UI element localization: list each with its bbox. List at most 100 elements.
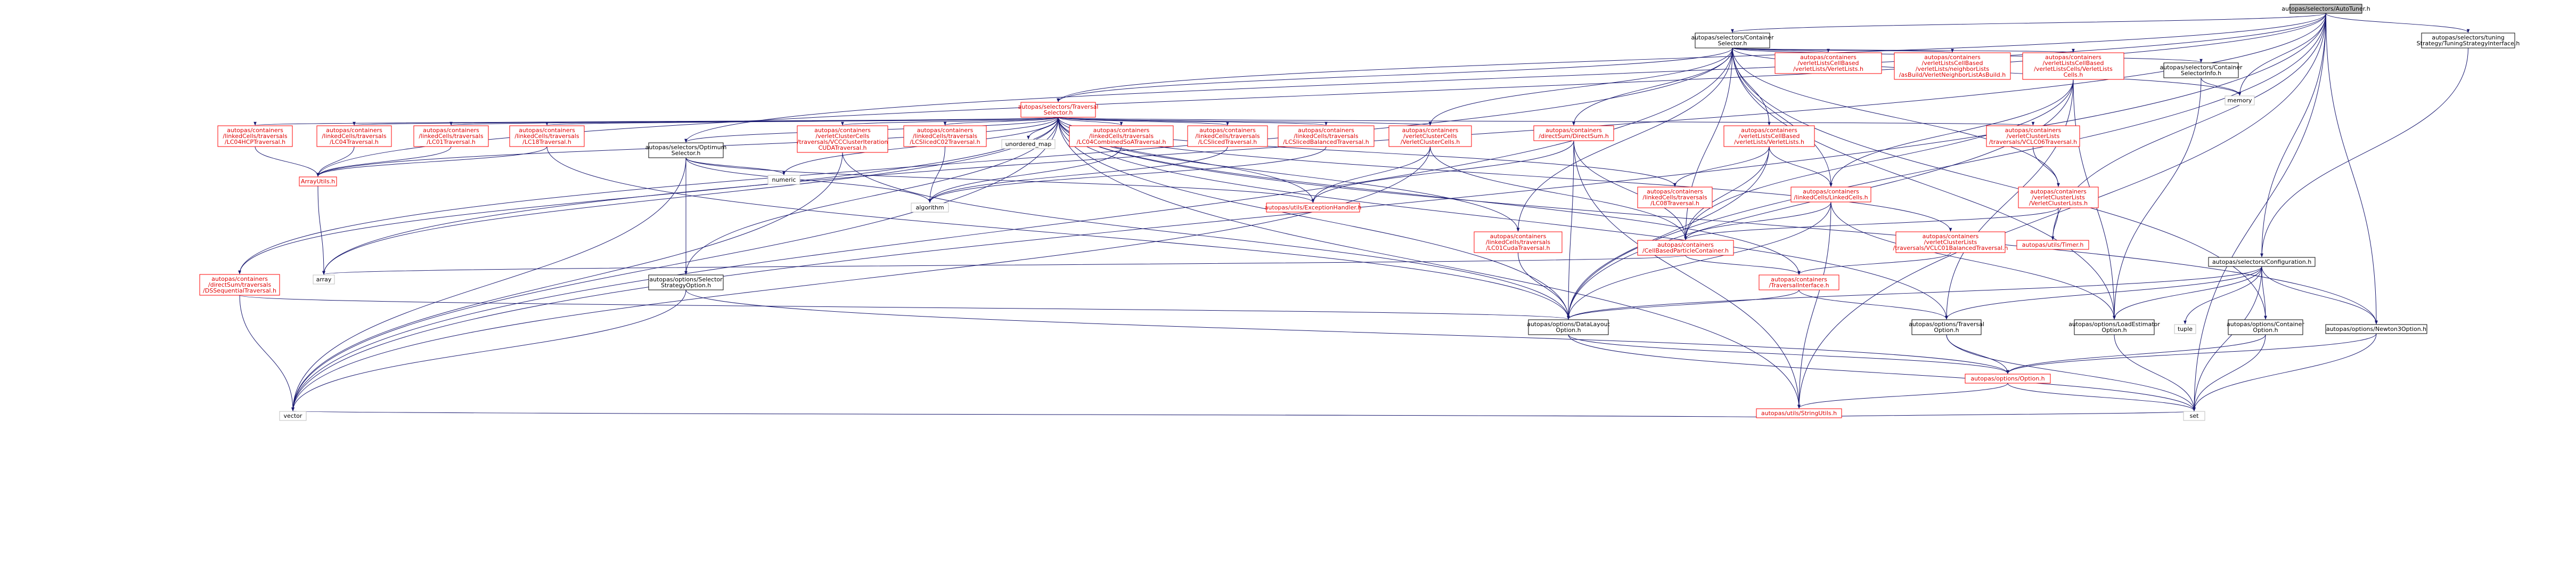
node-c01cuda[interactable]: autopas/containers/linkedCells/traversal… <box>1474 231 1563 253</box>
edge-config-to-tuple <box>2184 266 2262 325</box>
node-label-line: /linkedCells/LinkedCells.h <box>1794 194 1868 201</box>
node-box <box>2325 324 2427 334</box>
node-vcl06[interactable]: autopas/containers/verletClusterLists/tr… <box>1986 125 2080 147</box>
node-vcl[interactable]: autopas/containers/verletClusterLists/Ve… <box>2018 187 2099 208</box>
node-label-line: autopas/containers <box>1800 54 1857 61</box>
node-box <box>2022 52 2124 80</box>
node-dsseq[interactable]: autopas/containers/directSum/traversals/… <box>199 274 280 296</box>
node-label-line: /linkedCells/traversals <box>1642 194 1707 201</box>
edge-c04hcp-to-arrayutils <box>255 146 320 177</box>
node-root[interactable]: autopas/selectors/AutoTuner.h <box>2281 4 2370 14</box>
node-label-line: autopas/selectors/AutoTuner.h <box>2281 5 2370 12</box>
node-label-line: /verletListsCellBased <box>2043 60 2104 67</box>
node-c08[interactable]: autopas/containers/linkedCells/traversal… <box>1637 187 1713 208</box>
edge-ds-to-exch <box>1311 140 1574 203</box>
edge-dsseq-to-vector <box>239 295 295 411</box>
node-label-line: /linkedCells/traversals <box>913 133 977 140</box>
node-ds[interactable]: autopas/containers/directSum/DirectSum.h <box>1533 125 1614 141</box>
node-vlc[interactable]: autopas/containers/verletListsCellBased/… <box>2022 52 2124 80</box>
node-label-line: /verletClusterLists <box>1924 239 1977 246</box>
node-c04soa[interactable]: autopas/containers/linkedCells/traversal… <box>1069 125 1174 147</box>
edge-root-to-cs <box>1731 13 2326 33</box>
node-label-line: /directSum/traversals <box>208 281 271 288</box>
node-box <box>299 176 337 187</box>
edge-lc-to-strutils <box>1797 201 1831 409</box>
node-label-line: /LC08Traversal.h <box>1650 200 1699 207</box>
edge-ts-to-dlopt <box>1058 117 1570 320</box>
node-c04[interactable]: autopas/containers/linkedCells/traversal… <box>316 125 392 147</box>
node-box <box>797 125 888 153</box>
node-label-line: /linkedCells/traversals <box>1486 239 1550 246</box>
node-vlasb[interactable]: autopas/containers/verletListsCellBased/… <box>1894 52 2011 80</box>
edge-ts-to-n3opt <box>1058 117 2378 325</box>
node-vccc[interactable]: autopas/containers/verletClusterCells/Ve… <box>1388 125 1472 147</box>
node-umap: unordered_map <box>1001 139 1056 149</box>
node-box <box>903 125 987 147</box>
node-vclbal[interactable]: autopas/containers/verletClusterLists/tr… <box>1893 231 2008 253</box>
edge-tiface-to-travopt <box>1798 289 1948 320</box>
node-c18[interactable]: autopas/containers/linkedCells/traversal… <box>509 125 585 147</box>
node-label-line: autopas/containers <box>2005 127 2062 134</box>
node-vllists[interactable]: autopas/containers/verletListsCellBased/… <box>1723 125 1815 147</box>
node-strutils[interactable]: autopas/utils/StringUtils.h <box>1756 408 1842 418</box>
node-exch[interactable]: autopas/utils/ExceptionHandler.h <box>1265 203 1362 213</box>
node-label-line: autopas/containers <box>1093 127 1150 134</box>
node-tiface[interactable]: autopas/containers/TraversalInterface.h <box>1759 274 1839 290</box>
node-label-line: /LC18Traversal.h <box>522 139 571 145</box>
node-label-line: /linkedCells/traversals <box>1195 133 1260 140</box>
edge-opt-to-algorithm <box>685 157 931 203</box>
node-box <box>1756 408 1842 418</box>
node-vcccuda[interactable]: autopas/containers/verletClusterCells/tr… <box>797 125 888 153</box>
node-lc[interactable]: autopas/containers/linkedCells/LinkedCel… <box>1790 187 1871 203</box>
node-label-line: autopas/selectors/Configuration.h <box>2212 258 2311 265</box>
edge-opt-to-vector <box>291 157 686 411</box>
node-timer[interactable]: autopas/utils/Timer.h <box>2016 240 2089 250</box>
node-arrayutils[interactable]: ArrayUtils.h <box>299 176 337 187</box>
node-label-line: autopas/containers <box>1545 127 1602 134</box>
node-n3opt[interactable]: autopas/options/Newton3Option.h <box>2325 324 2427 334</box>
node-csi[interactable]: autopas/selectors/ContainerSelectorInfo.… <box>2160 62 2243 78</box>
node-label-line: /directSum/DirectSum.h <box>1539 133 1609 140</box>
node-label-line: Selector.h <box>672 150 701 157</box>
edge-ts-to-vcccuda <box>841 117 1059 126</box>
node-option[interactable]: autopas/options/Option.h <box>1965 374 2051 384</box>
node-box <box>1069 125 1174 147</box>
node-label-line: numeric <box>772 176 796 183</box>
node-cbpc[interactable]: autopas/containers/CellBasedParticleCont… <box>1637 240 1734 256</box>
node-strat[interactable]: autopas/selectors/tuningStrategy/TuningS… <box>2417 33 2520 48</box>
node-memory: memory <box>2225 95 2255 106</box>
edge-option-to-strutils <box>1797 383 2008 409</box>
node-box <box>509 125 585 147</box>
node-label-line: Option.h <box>2101 327 2127 334</box>
edge-dsseq-to-dlopt <box>239 295 1570 320</box>
node-label-line: autopas/options/LoadEstimator <box>2068 321 2160 328</box>
node-slicedbal[interactable]: autopas/containers/linkedCells/traversal… <box>1278 125 1375 147</box>
node-vlvl[interactable]: autopas/containers/verletListsCellBased/… <box>1774 52 1882 74</box>
node-slicedt[interactable]: autopas/containers/linkedCells/traversal… <box>1187 125 1268 147</box>
node-box <box>2174 324 2196 334</box>
node-config[interactable]: autopas/selectors/Configuration.h <box>2208 257 2316 267</box>
edge-vllists-to-c08 <box>1673 146 1770 187</box>
node-c04hcp[interactable]: autopas/containers/linkedCells/traversal… <box>217 125 293 147</box>
node-array: array <box>313 274 335 285</box>
dependency-nodes: autopas/selectors/AutoTuner.h autopas/sel… <box>199 4 2520 421</box>
edge-c08sliced-to-algorithm <box>928 146 945 203</box>
edge-cs-to-vlvl <box>1732 47 1830 53</box>
node-set: set <box>2183 411 2205 421</box>
node-label-line: /linkedCells/traversals <box>322 133 386 140</box>
node-box <box>2183 411 2205 421</box>
node-c01[interactable]: autopas/containers/linkedCells/traversal… <box>413 125 489 147</box>
node-label-line: autopas/containers <box>326 127 382 134</box>
edge-ssopt-to-vector <box>291 289 686 411</box>
node-c08sliced[interactable]: autopas/containers/linkedCells/traversal… <box>903 125 987 147</box>
node-label-line: autopas/containers <box>423 127 479 134</box>
node-label-line: autopas/containers <box>1924 54 1981 61</box>
